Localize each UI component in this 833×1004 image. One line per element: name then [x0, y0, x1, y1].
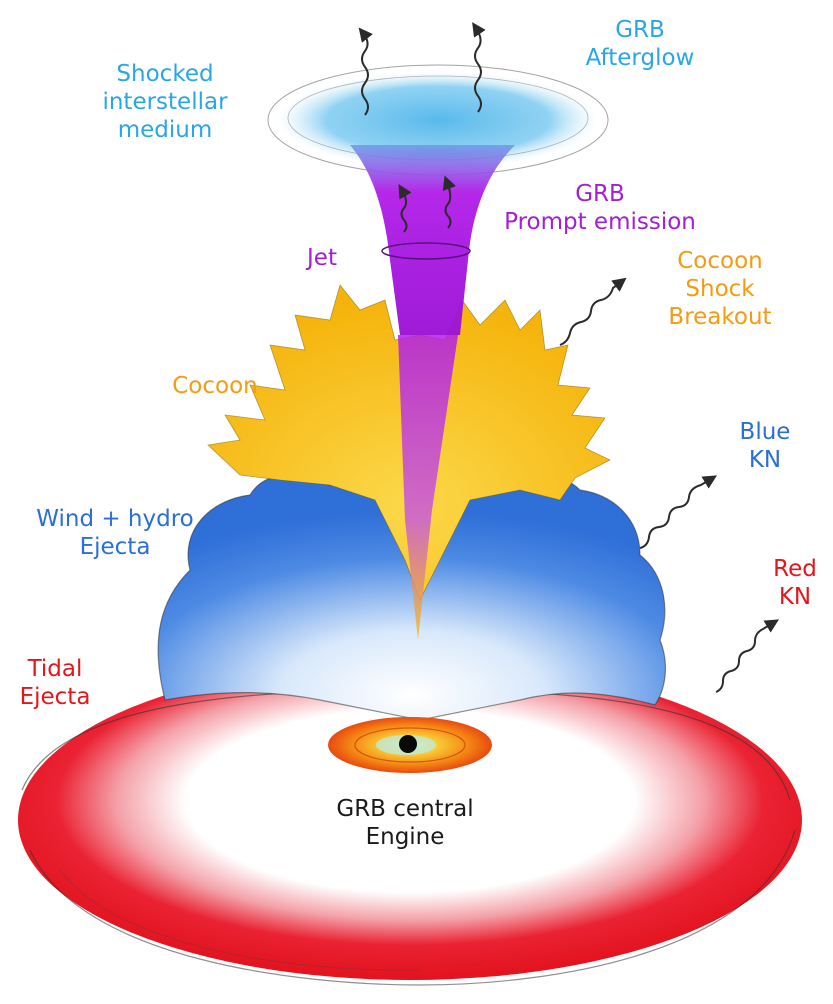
label-line: Wind + hydro	[36, 506, 194, 532]
label-line: Blue	[739, 419, 791, 445]
label-line: Tidal	[27, 656, 83, 682]
label-line: Ejecta	[19, 684, 91, 711]
photons	[358, 22, 780, 693]
label-shocked-ism: Shocked interstellar medium	[70, 60, 260, 144]
prompt-photon-right	[442, 175, 457, 229]
afterglow-photon-left	[358, 27, 373, 116]
label-cocoon: Cocoon	[155, 372, 275, 400]
label-line: Shock	[685, 276, 755, 303]
label-line: GRB central	[336, 796, 474, 822]
central-engine	[328, 717, 492, 773]
label-line: Afterglow	[585, 45, 695, 72]
label-jet: Jet	[292, 244, 352, 272]
afterglow-photon-right	[472, 22, 486, 113]
blue-kn-photon	[639, 475, 718, 549]
label-line: Breakout	[668, 304, 772, 331]
label-wind-hydro-ejecta: Wind + hydro Ejecta	[15, 505, 215, 561]
label-line: Ejecta	[79, 534, 151, 561]
label-tidal-ejecta: Tidal Ejecta	[0, 655, 110, 711]
black-hole	[399, 735, 417, 753]
breakout-photon	[559, 277, 627, 346]
label-line: Jet	[307, 245, 337, 271]
label-line: Cocoon	[677, 248, 763, 274]
prompt-photon-left	[398, 183, 412, 233]
label-grb-afterglow: GRB Afterglow	[560, 16, 720, 72]
label-line: KN	[748, 447, 782, 474]
jet	[350, 145, 515, 640]
label-grb-prompt-emission: GRB Prompt emission	[485, 180, 715, 236]
label-line: Engine	[365, 824, 445, 851]
label-grb-central-engine: GRB central Engine	[310, 795, 500, 851]
label-line: GRB	[615, 17, 665, 43]
red-kn-photon	[715, 619, 780, 693]
label-line: Shocked	[116, 61, 214, 87]
label-line: interstellar	[102, 89, 228, 116]
label-line: KN	[778, 584, 812, 611]
label-blue-kn: Blue KN	[730, 418, 800, 474]
label-line: medium	[117, 117, 213, 144]
label-line: Prompt emission	[504, 209, 696, 236]
label-cocoon-shock-breakout: Cocoon Shock Breakout	[655, 247, 785, 331]
label-red-kn: Red KN	[760, 555, 830, 611]
label-line: Cocoon	[172, 373, 258, 399]
label-line: GRB	[575, 181, 625, 207]
label-line: Red	[773, 556, 817, 582]
